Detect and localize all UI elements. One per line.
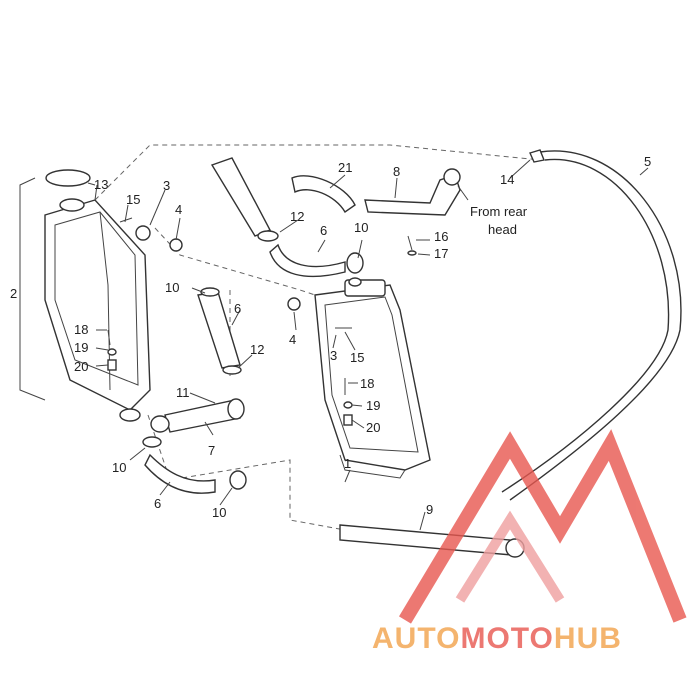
hose-21	[291, 175, 356, 214]
label-5: 5	[644, 154, 651, 169]
label-18a: 18	[74, 322, 88, 337]
label-2: 2	[10, 286, 17, 301]
label-6a: 6	[320, 223, 327, 238]
label-9: 9	[426, 502, 433, 517]
part-labels: 1 2 3 3 4 4 5 6 6 6 7 8 9 10 10 10 10 11…	[10, 154, 651, 520]
label-12b: 12	[250, 342, 264, 357]
watermark-inner	[455, 510, 565, 603]
note-line1: From rear	[470, 204, 528, 219]
label-10a: 10	[354, 220, 368, 235]
label-16: 16	[434, 229, 448, 244]
hose-7	[150, 398, 245, 433]
clamp-10-upper	[346, 252, 364, 274]
clamp-12	[257, 230, 279, 242]
hose-6-middle	[197, 287, 242, 375]
hose-6-lower	[142, 436, 247, 494]
label-20b: 20	[366, 420, 380, 435]
label-19a: 19	[74, 340, 88, 355]
label-6b: 6	[234, 301, 241, 316]
hose-6-upper	[269, 243, 346, 278]
label-6c: 6	[154, 496, 161, 511]
label-1: 1	[344, 456, 351, 471]
label-19b: 19	[366, 398, 380, 413]
label-14: 14	[500, 172, 514, 187]
watermark-moto: MOTO	[460, 622, 553, 655]
pipe-left	[210, 157, 271, 237]
label-8: 8	[393, 164, 400, 179]
label-20a: 20	[74, 359, 88, 374]
from-rear-head-note: From rear head	[470, 204, 528, 237]
watermark-hub: HUB	[554, 622, 622, 655]
label-10d: 10	[212, 505, 226, 520]
label-11: 11	[176, 385, 190, 400]
note-line2: head	[488, 222, 517, 237]
label-12a: 12	[290, 209, 304, 224]
hose-8	[364, 168, 461, 216]
label-4b: 4	[289, 332, 296, 347]
hose-5	[501, 150, 682, 501]
label-3b: 3	[330, 348, 337, 363]
label-3a: 3	[163, 178, 170, 193]
label-18b: 18	[360, 376, 374, 391]
label-leaders	[87, 159, 649, 531]
label-7: 7	[208, 443, 215, 458]
watermark-auto: AUTO	[372, 622, 460, 655]
label-21: 21	[338, 160, 352, 175]
label-15a: 15	[126, 192, 140, 207]
watermark-logo: AUTOMOTOHUB	[372, 429, 687, 655]
label-13: 13	[94, 177, 108, 192]
label-4a: 4	[175, 202, 182, 217]
hose-9	[339, 524, 525, 558]
label-17: 17	[434, 246, 448, 261]
label-10c: 10	[112, 460, 126, 475]
left-radiator	[44, 169, 151, 422]
svg-text:AUTOMOTOHUB: AUTOMOTOHUB	[372, 622, 622, 655]
watermark-triangle	[398, 429, 687, 624]
bracket-2	[19, 177, 46, 401]
label-10b: 10	[165, 280, 179, 295]
label-15b: 15	[350, 350, 364, 365]
